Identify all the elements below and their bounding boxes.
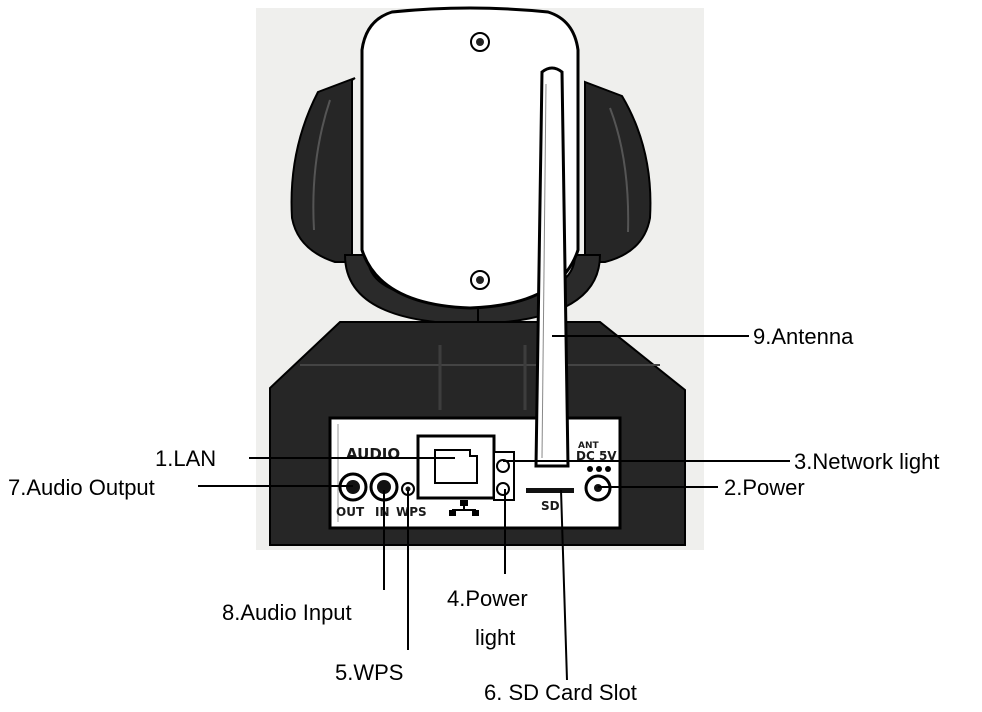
left-pan-housing-highlight — [312, 99, 331, 231]
bottom-screw-icon — [470, 270, 490, 290]
right-pan-housing — [584, 80, 652, 263]
panel-sd-label: SD — [541, 499, 560, 513]
network-symbol-icon — [449, 500, 479, 516]
callout-lan: 1.LAN — [155, 446, 216, 471]
callout-power: 2.Power — [724, 475, 805, 500]
sd-card-slot-icon — [526, 488, 574, 493]
panel-dc-label: DC 5V — [576, 449, 617, 463]
left-pan-housing — [290, 77, 356, 263]
panel-audio-label: AUDIO — [346, 445, 400, 463]
panel-out-label: OUT — [336, 505, 365, 519]
top-screw-icon — [470, 32, 490, 52]
callout-audio-output: 7.Audio Output — [8, 475, 155, 500]
callout-wps: 5.WPS — [335, 660, 403, 685]
dc-polarity-icon — [587, 466, 611, 472]
panel-wps-label: WPS — [396, 505, 427, 519]
callout-antenna: 9.Antenna — [753, 324, 854, 349]
leader-sd-card-slot — [560, 489, 568, 681]
callout-network-light: 3.Network light — [794, 449, 940, 474]
callout-power-light-line2: light — [475, 625, 515, 650]
power-light-icon — [496, 482, 510, 496]
antenna-inner-line — [541, 83, 547, 459]
callout-sd-card-slot: 6. SD Card Slot — [484, 680, 637, 705]
right-pan-housing-highlight — [609, 107, 630, 233]
base-inner-shading — [438, 345, 527, 410]
panel-in-label: IN — [375, 505, 390, 519]
callout-audio-input: 8.Audio Input — [222, 600, 352, 625]
antenna — [534, 66, 570, 468]
lan-port-icon — [416, 434, 496, 500]
panel-ant-label: ANT — [578, 441, 599, 451]
callout-power-light-line1: 4.Power — [447, 586, 528, 611]
